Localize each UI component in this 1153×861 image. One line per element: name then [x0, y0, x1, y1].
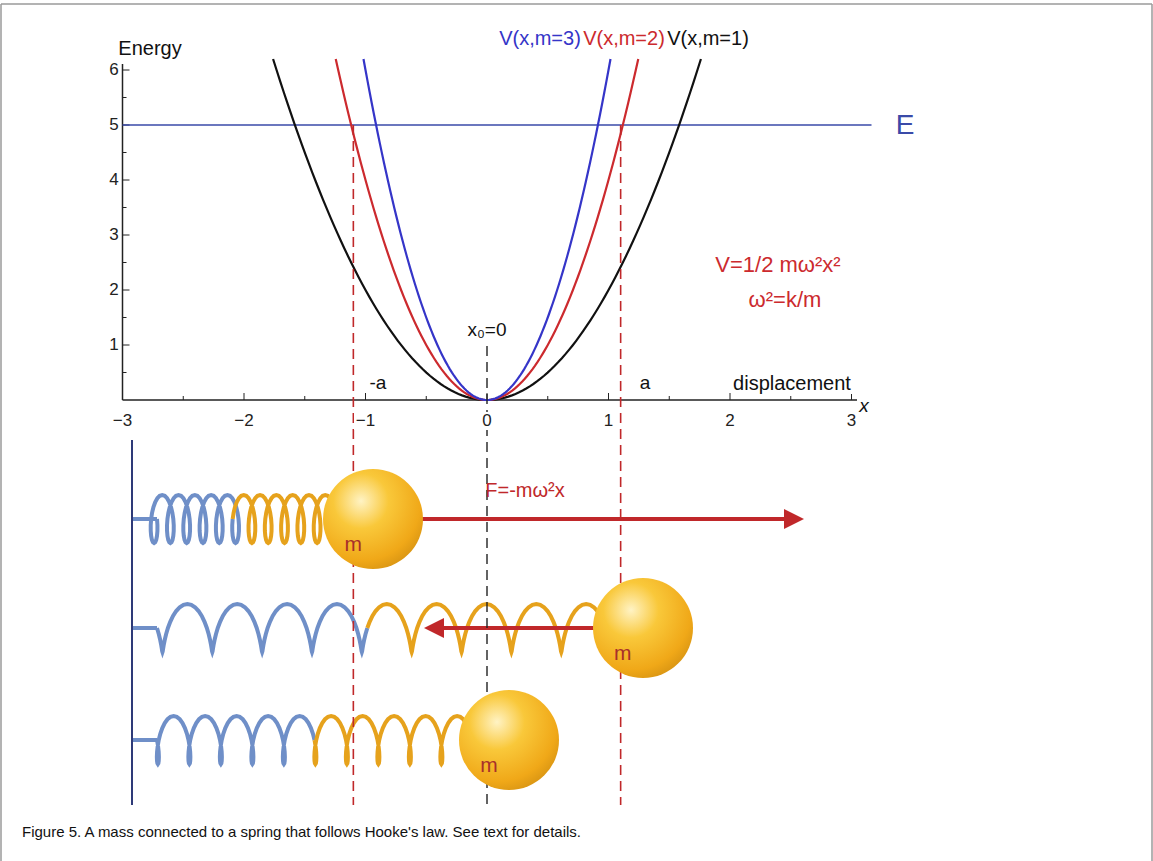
- y-tick: [123, 235, 130, 236]
- y-tick-label: 5: [107, 116, 120, 135]
- energy-label: E: [894, 110, 917, 141]
- x-tick-label: 0: [480, 412, 493, 431]
- x-tick: [244, 393, 245, 400]
- y-tick: [123, 372, 127, 373]
- y-tick-label: 4: [107, 171, 120, 190]
- x-tick: [730, 393, 731, 400]
- frame-line: [1, 3, 1152, 5]
- curve-label: V(x,m=1): [665, 27, 751, 49]
- mass-ball: m: [323, 469, 423, 569]
- y-tick: [123, 290, 130, 291]
- force-label: F=-mω²x: [483, 479, 567, 501]
- frame-line: [1151, 4, 1153, 861]
- axis-title: displacement: [731, 372, 853, 394]
- x-tick: [669, 396, 670, 400]
- x-tick: [608, 393, 609, 400]
- x-tick: [122, 393, 123, 400]
- x-tick: [365, 393, 366, 400]
- x-tick-label: −3: [111, 412, 134, 431]
- amplitude-guide: [353, 125, 355, 805]
- y-tick: [123, 152, 127, 153]
- formula: V=1/2 mω²x²: [713, 253, 842, 277]
- wall: [131, 440, 133, 805]
- y-tick: [123, 345, 130, 346]
- amplitude-label: a: [638, 373, 653, 394]
- x-tick-label: −1: [354, 412, 377, 431]
- y-tick: [123, 317, 127, 318]
- axis-variable: x: [857, 396, 871, 417]
- spring-lead: [132, 626, 157, 630]
- mass-label: m: [345, 532, 363, 555]
- x-tick-label: 3: [845, 412, 858, 431]
- mass-ball: m: [459, 690, 559, 790]
- mass-label: m: [480, 753, 498, 776]
- axes: [123, 64, 872, 400]
- x-tick: [547, 396, 548, 400]
- formula: ω²=k/m: [747, 288, 824, 312]
- y-axis: [122, 64, 124, 400]
- spring-coil: [314, 716, 472, 764]
- y-tick-label: 2: [107, 281, 120, 300]
- x-tick-label: 2: [723, 412, 736, 431]
- y-tick-label: 3: [107, 226, 120, 245]
- y-tick: [123, 262, 127, 263]
- figure-caption: Figure 5. A mass connected to a spring t…: [22, 822, 1122, 842]
- mass-ball: m: [593, 578, 693, 678]
- spring-coil: [157, 604, 367, 652]
- y-tick: [123, 180, 130, 181]
- x-tick: [790, 396, 791, 400]
- spring-coil: [151, 495, 239, 543]
- spring-coil: [233, 495, 337, 543]
- axis-title: Energy: [116, 37, 183, 59]
- curve-label: V(x,m=2): [581, 27, 667, 49]
- y-tick: [123, 207, 127, 208]
- x-tick-label: −2: [232, 412, 255, 431]
- equilibrium-label: x₀=0: [465, 320, 508, 341]
- x-tick: [304, 396, 305, 400]
- spring-coil: [157, 716, 315, 764]
- curve-label: V(x,m=3): [497, 27, 583, 49]
- y-tick: [123, 97, 127, 98]
- x-tick: [183, 396, 184, 400]
- amplitude-label: -a: [368, 373, 389, 394]
- y-tick: [123, 70, 130, 71]
- mass-label: m: [614, 641, 632, 664]
- y-tick-label: 1: [107, 336, 120, 355]
- y-tick-label: 6: [107, 61, 120, 80]
- amplitude-guide: [620, 125, 622, 805]
- x-tick: [851, 393, 852, 400]
- x-tick: [426, 396, 427, 400]
- energy-level: [123, 124, 872, 126]
- x-tick-label: 1: [602, 412, 615, 431]
- spring-lead: [132, 738, 157, 742]
- frame-line: [0, 4, 2, 861]
